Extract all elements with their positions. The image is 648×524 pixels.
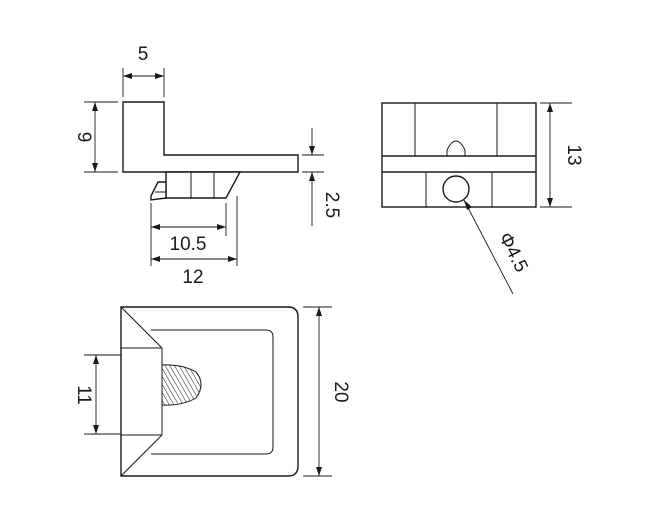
label-overall-length: 20 — [330, 381, 351, 402]
dimension-hole-diameter: Φ4.5 — [463, 199, 532, 295]
l-bracket-body — [122, 101, 299, 173]
label-inner-width: 10.5 — [170, 234, 207, 255]
dimension-left-height: 9 — [73, 101, 118, 173]
dimension-overall-length: 20 — [303, 306, 351, 477]
label-left-height: 9 — [73, 132, 94, 143]
peg-tip — [150, 181, 167, 201]
dimension-slot-depth: 2.5 — [302, 128, 342, 226]
top-view: 11 20 — [73, 306, 351, 477]
dimension-outer-width: 12 — [151, 196, 238, 288]
dimension-side-height: 13 — [540, 102, 584, 208]
screw-thread — [161, 364, 202, 406]
peg-block — [165, 171, 242, 199]
label-slot-depth: 2.5 — [321, 192, 342, 218]
mounting-hole — [442, 175, 470, 203]
label-outer-width: 12 — [182, 267, 203, 288]
dimension-inner-width: 10.5 — [150, 203, 227, 266]
label-top-width: 5 — [138, 44, 149, 65]
top-view-outline — [120, 306, 299, 477]
label-front-height: 11 — [73, 385, 94, 405]
end-view: 13 Φ4.5 — [381, 102, 584, 295]
inner-recess — [151, 329, 274, 455]
dimension-top-width: 5 — [122, 44, 165, 97]
side-profile-view: 5 9 2.5 10.5 — [73, 44, 342, 288]
label-side-height: 13 — [563, 144, 584, 165]
dimension-front-height: 11 — [73, 354, 121, 435]
